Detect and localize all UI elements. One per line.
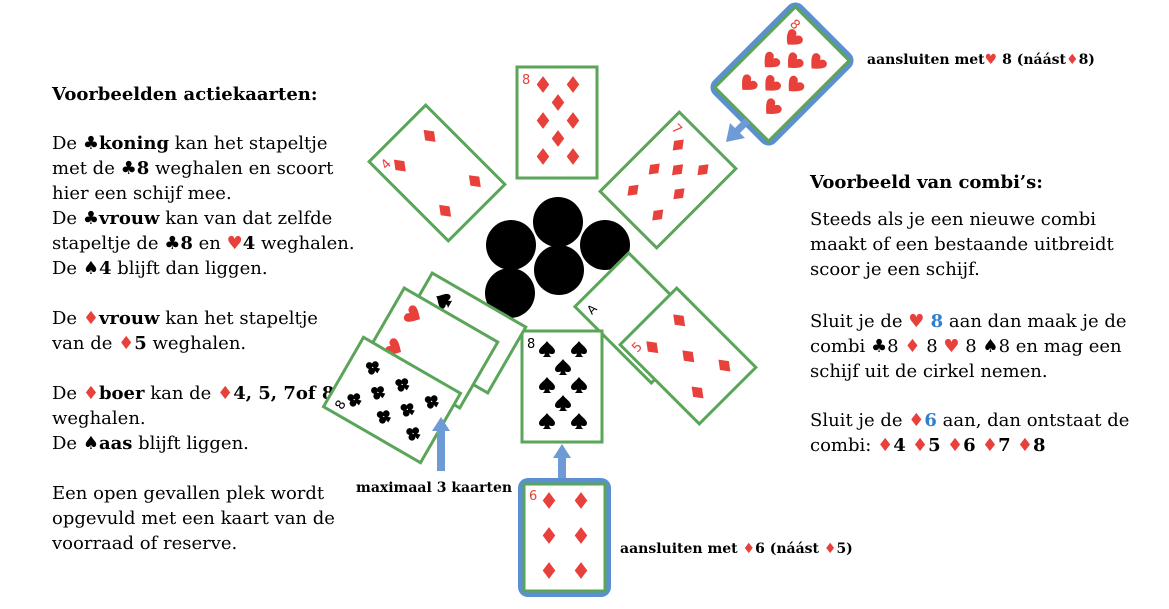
left-line-12: Een open gevallen plek wordt (52, 483, 325, 504)
card-top-rank: 8 (522, 73, 530, 88)
right-line-5: combi ♣8 ♦ 8 ♥ 8 ♠8 en mag een (810, 336, 1122, 357)
right-title: Voorbeeld van combi’s: (810, 172, 1043, 193)
label-max-cards: maximaal 3 kaarten (356, 480, 513, 496)
left-title: Voorbeelden actiekaarten: (52, 84, 318, 105)
left-line-13: opgevuld met een kaart van de (52, 508, 335, 529)
card-right-front: 5 (617, 285, 759, 427)
label-bottom: aansluiten met ♦6 (náást ♦5) (620, 541, 853, 557)
left-line-11: De ♠aas blijft liggen. (52, 433, 249, 454)
left-line-1: De ♣koning kan het stapeltje (52, 133, 328, 154)
card-top: 8 (515, 65, 599, 180)
disc (485, 268, 535, 318)
left-line-4: De ♣vrouw kan van dat zelfde (52, 208, 333, 229)
right-line-3: scoor je een schijf. (810, 259, 980, 280)
card-top-left: 4 (366, 102, 508, 244)
blue-frame-bottom: 6 (518, 478, 611, 597)
left-line-5: stapeltje de ♣8 en ♥4 weghalen. (52, 233, 355, 254)
card-bottom: 8 (520, 329, 604, 444)
disc (534, 245, 584, 295)
right-line-8: combi: ♦4 ♦5 ♦6 ♦7 ♦8 (810, 435, 1046, 456)
left-line-9: De ♦boer kan de ♦4, 5, 7of 8 (52, 383, 335, 404)
left-line-2: met de ♣8 weghalen en scoort (52, 158, 334, 179)
disc (533, 197, 583, 247)
right-line-2: maakt of een bestaande uitbreidt (810, 234, 1114, 255)
right-line-6: schijf uit de cirkel nemen. (810, 361, 1048, 382)
right-line-7: Sluit je de ♦6 aan, dan ontstaat de (810, 410, 1130, 431)
label-top-right: aansluiten met♥ 8 (náást♦8) (867, 52, 1095, 68)
left-line-10: weghalen. (52, 408, 146, 429)
right-line-1: Steeds als je een nieuwe combi (810, 209, 1097, 230)
right-line-4: Sluit je de ♥ 8 aan dan maak je de (810, 311, 1127, 332)
left-line-6: De ♠4 blijft dan liggen. (52, 258, 268, 279)
left-line-3: hier een schijf mee. (52, 183, 232, 204)
left-line-14: voorraad of reserve. (52, 533, 238, 554)
card-added-bottom-rank: 6 (529, 489, 537, 504)
card-top-right: 7 (597, 109, 739, 251)
blue-frame-top-right: 8 (710, 2, 854, 146)
disc (486, 220, 536, 270)
left-line-8: van de ♦5 weghalen. (52, 333, 247, 354)
arrow-bottom (553, 444, 571, 478)
arrow-left (432, 417, 450, 471)
left-line-7: De ♦vrouw kan het stapeltje (52, 308, 318, 329)
card-bottom-rank: 8 (527, 337, 535, 352)
arrow-top-right (726, 118, 750, 142)
disc (580, 220, 630, 270)
